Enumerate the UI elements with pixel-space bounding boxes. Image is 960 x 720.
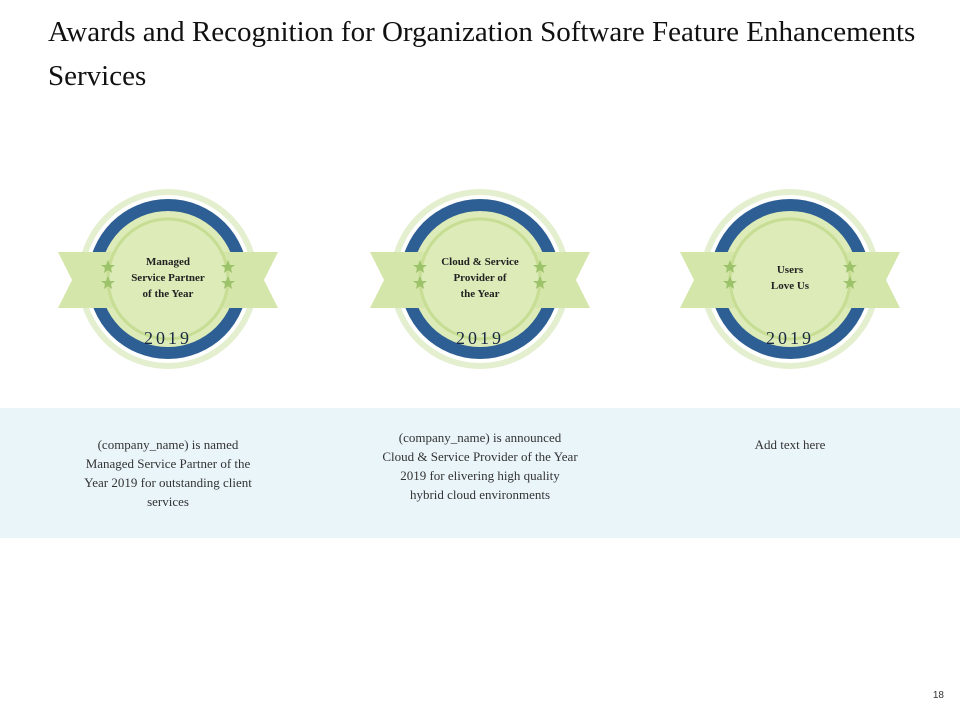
badge-label: Users Love Us [770, 264, 810, 292]
award-badge-users-love-us: 2019 Users Love Us [680, 186, 900, 376]
award-badge-cloud-provider: 2019 Cloud & Service Provider of the Yea… [370, 186, 590, 376]
description-band [0, 408, 960, 538]
page-title: Awards and Recognition for Organization … [48, 16, 916, 92]
award-badge-graphic: 2019 [680, 189, 900, 369]
page-number: 18 [932, 690, 944, 701]
star-icon [413, 260, 547, 289]
badge-description: (company_name) is named Managed Service … [84, 437, 252, 509]
badge-year: 2019 [456, 328, 504, 348]
badge-description: (company_name) is announced Cloud & Serv… [382, 430, 578, 502]
badge-year: 2019 [144, 328, 192, 348]
award-badge-graphic: 2019 [58, 189, 278, 369]
badge-label: Cloud & Service Provider of the Year [441, 256, 519, 300]
award-badge-graphic: 2019 [370, 189, 590, 369]
award-badge-managed-service: 2019 Managed Service Partner of the Year [58, 186, 278, 376]
star-icon [101, 260, 235, 289]
badge-label: Managed Service Partner of the Year [131, 256, 205, 300]
star-icon [723, 260, 857, 289]
badge-year: 2019 [766, 328, 814, 348]
badge-description: Add text here [754, 437, 826, 452]
